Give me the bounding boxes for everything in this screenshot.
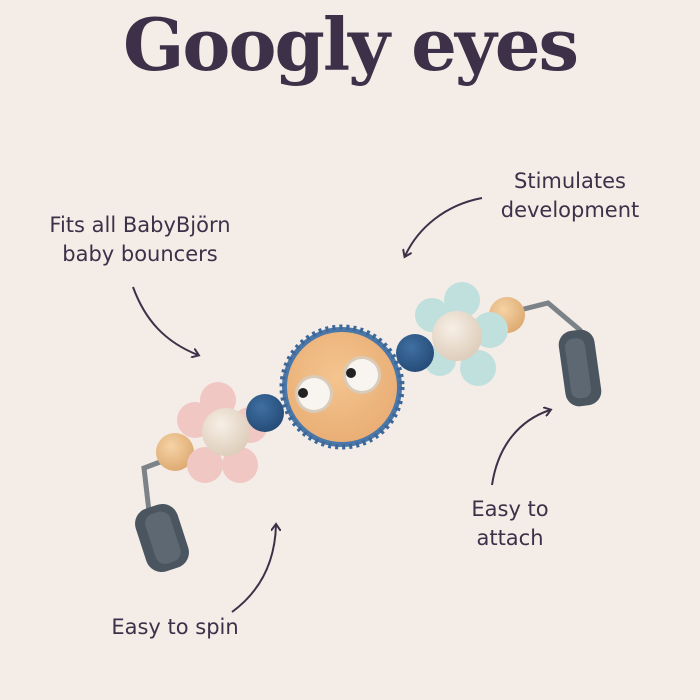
left-blue-bead (246, 394, 284, 432)
callout-attach-line2: attach (476, 526, 544, 550)
left-tan-bead (156, 433, 194, 471)
arrow-attach (491, 410, 550, 486)
arrow-stimulates (405, 197, 483, 256)
right-clip (558, 329, 602, 407)
callout-stimulates-line2: development (500, 198, 640, 222)
googly-eyes-disc (279, 324, 405, 450)
callout-stimulates-line1: Stimulates (514, 169, 626, 193)
mint-flower (415, 282, 508, 386)
right-blue-bead (396, 334, 434, 372)
pink-flower (177, 382, 268, 483)
page-title: Googly eyes (122, 2, 579, 87)
callout-attach: Easy to attach (450, 495, 570, 553)
left-googly-eye (295, 375, 333, 413)
callout-attach-line1: Easy to (471, 497, 549, 521)
callout-fits-line2: baby bouncers (62, 242, 218, 266)
right-googly-eye (343, 356, 381, 394)
callout-stimulates: Stimulates development (480, 167, 660, 225)
callout-spin: Easy to spin (90, 613, 260, 642)
arrow-fits (132, 286, 198, 355)
left-clip (135, 503, 189, 573)
arrow-spin (231, 525, 276, 613)
callout-spin-line1: Easy to spin (111, 615, 239, 639)
callout-fits: Fits all BabyBjörn baby bouncers (30, 211, 250, 269)
callout-fits-line1: Fits all BabyBjörn (49, 213, 231, 237)
